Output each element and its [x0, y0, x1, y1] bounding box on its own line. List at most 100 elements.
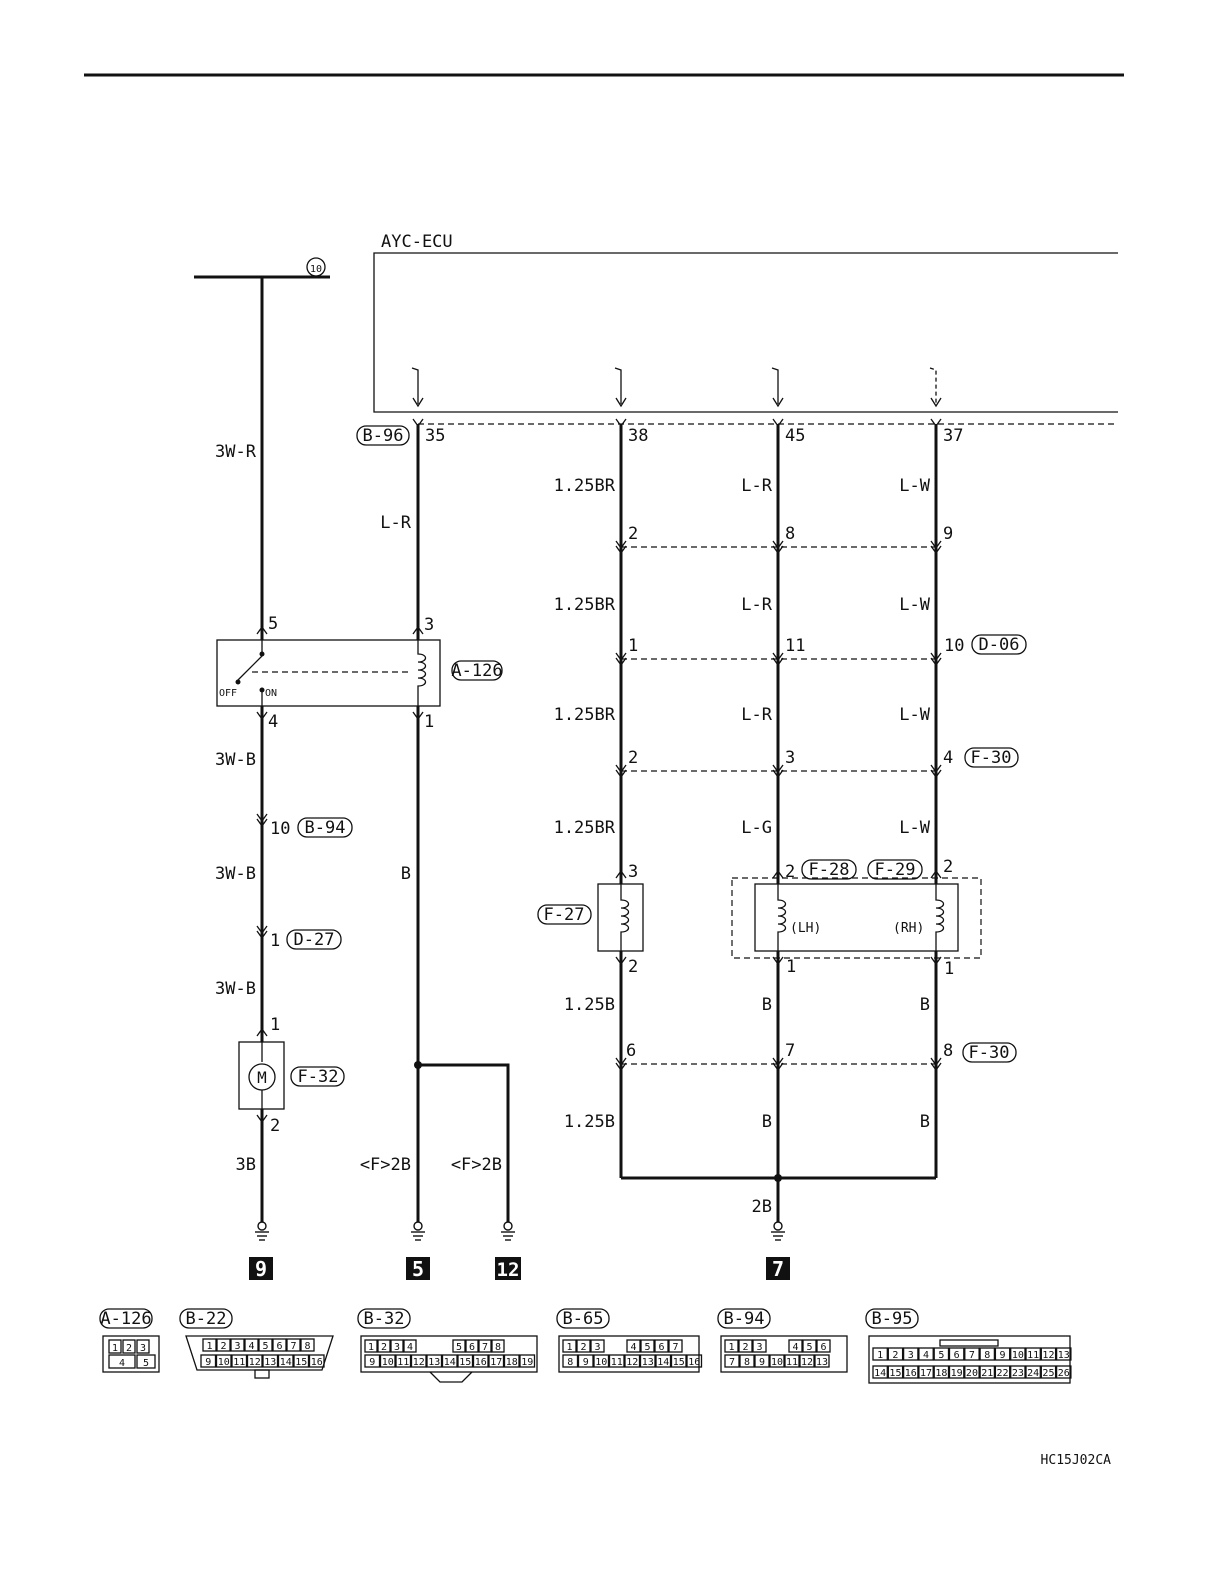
legend-cell [488, 1354, 505, 1368]
switch-off-label: OFF [219, 688, 237, 699]
coil-rh [935, 884, 945, 951]
legend-cell [286, 1338, 301, 1352]
legend-pin-label: 12 [413, 1357, 425, 1368]
pin-r1-8: 8 [785, 524, 795, 544]
legend-cell [246, 1354, 263, 1368]
legend-pin-label: 19 [521, 1357, 533, 1368]
legend-cell [258, 1338, 273, 1352]
legend-cell [491, 1339, 505, 1353]
wire-label-col3-e: 1.25B [564, 995, 615, 1015]
legend-cell [799, 1354, 815, 1368]
legend-pin-label: 7 [672, 1342, 678, 1353]
legend-cell [410, 1354, 427, 1368]
pin-r2-11: 11 [785, 636, 805, 656]
wire-label-col4-c: L-R [741, 705, 772, 725]
legend-pin-label: 11 [1027, 1350, 1039, 1361]
legend-cell [872, 1365, 888, 1379]
legend-pin-label: 3 [756, 1342, 762, 1353]
legend-cell [624, 1354, 641, 1368]
legend-cell [979, 1365, 996, 1379]
circle-ref [306, 257, 326, 277]
pin-ecu-37: 37 [943, 426, 963, 446]
legend-cell [293, 1354, 310, 1368]
legend-b22-title: B-22 [186, 1309, 227, 1329]
legend-cell [738, 1339, 753, 1353]
legend-pin-label: 16 [311, 1357, 323, 1368]
legend-cell [754, 1354, 770, 1368]
legend-pin-label: 18 [935, 1368, 947, 1379]
legend-pin-label: 10 [595, 1357, 607, 1368]
wire-label-col3-f: 1.25B [564, 1112, 615, 1132]
legend-pin-label: 22 [997, 1368, 1009, 1379]
legend-cell [272, 1338, 287, 1352]
legend-cell [403, 1339, 417, 1353]
legend-cell [724, 1339, 739, 1353]
legend-pin-label: 7 [482, 1342, 488, 1353]
legend-cell [887, 1365, 904, 1379]
legend-pin-label: 24 [1027, 1368, 1039, 1379]
legend-pin-label: 3 [908, 1350, 914, 1361]
connector-b94: B-94 [305, 818, 346, 838]
legend-cell [1040, 1347, 1057, 1361]
legend-cell [562, 1354, 579, 1368]
legend-cell [562, 1339, 577, 1353]
wire-label-col2-top: L-R [380, 513, 411, 533]
legend-cell [918, 1365, 934, 1379]
wire-col2-branch [418, 1063, 510, 1222]
connector-f27: F-27 [544, 905, 585, 925]
legend-cell [654, 1339, 669, 1353]
legend-cell [816, 1339, 831, 1353]
legend-pin-label: 20 [966, 1368, 978, 1379]
legend-pin-label: 9 [369, 1357, 375, 1368]
legend-pin-label: 11 [786, 1357, 798, 1368]
legend-pin-label: 6 [276, 1341, 282, 1352]
legend-cell [593, 1354, 610, 1368]
svg-text:2: 2 [126, 1343, 132, 1354]
ground-symbols [255, 1221, 785, 1241]
legend-pin-label: 7 [729, 1357, 735, 1368]
connector-f30a: F-30 [971, 748, 1012, 768]
legend-cell [300, 1338, 315, 1352]
coil-f27 [620, 884, 630, 951]
legend-cell [640, 1339, 655, 1353]
pin-ecu-38: 38 [628, 426, 648, 446]
legend-pin-label: 1 [728, 1342, 734, 1353]
legend-cell [1040, 1365, 1057, 1379]
pin-r1-9: 9 [943, 524, 953, 544]
ground-labels: 9 5 12 7 [249, 1257, 790, 1281]
legend-cell [395, 1354, 412, 1368]
legend-cell [364, 1354, 381, 1368]
legend-pin-label: 2 [742, 1342, 748, 1353]
pin-lh-2: 2 [785, 862, 795, 882]
legend-pin-label: 9 [759, 1357, 765, 1368]
legend-pin-label: 14 [657, 1357, 669, 1368]
legend-pin-label: 17 [920, 1368, 932, 1379]
switch-on-label: ON [265, 688, 277, 699]
legend-pin-label: 13 [264, 1357, 276, 1368]
legend-cell [948, 1347, 965, 1361]
coil-rh-label: (RH) [893, 921, 924, 936]
legend-pin-label: 1 [566, 1342, 572, 1353]
legend-cell [308, 1354, 325, 1368]
wire-label-col5-c: L-W [899, 705, 930, 725]
coil-lh-label: (LH) [790, 921, 821, 936]
legend-pin-label: 8 [567, 1357, 573, 1368]
legend-cell [1025, 1365, 1041, 1379]
splice-ground [774, 1174, 782, 1182]
legend-pin-label: 7 [290, 1341, 296, 1352]
row-arrows [615, 540, 942, 1072]
switch-blade [237, 655, 263, 681]
legend-pin-label: 12 [249, 1357, 261, 1368]
legend-cell [1055, 1365, 1072, 1379]
legend-cell [933, 1365, 950, 1379]
legend-cell [752, 1339, 767, 1353]
legend-pin-label: 5 [938, 1350, 944, 1361]
legend-cell [1010, 1347, 1026, 1361]
legend-cell [686, 1354, 703, 1368]
legend-cell [390, 1339, 404, 1353]
legend-cell [262, 1354, 279, 1368]
legend-pin-label: 6 [954, 1350, 960, 1361]
legend-pin-label: 4 [407, 1342, 413, 1353]
legend-pin-label: 10 [218, 1357, 230, 1368]
